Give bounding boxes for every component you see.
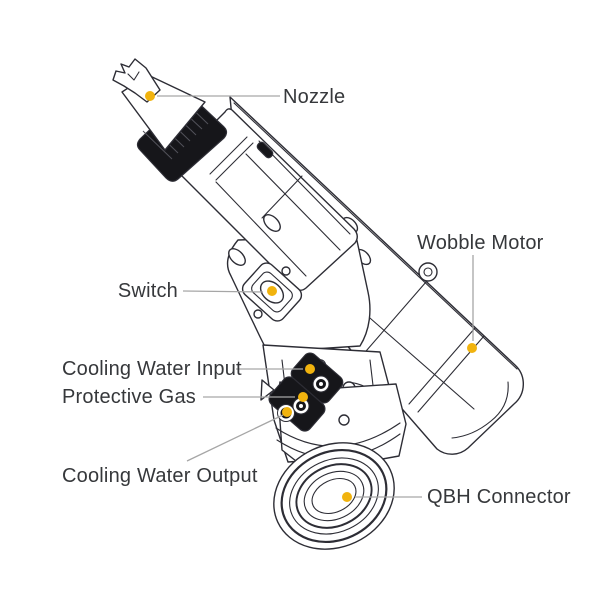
leader-line-cooling-water-output: [186, 414, 284, 462]
callout-dot-cooling-water-output: [282, 407, 292, 417]
label-cooling-water-input: Cooling Water Input: [62, 358, 242, 380]
callout-dot-cooling-water-input: [305, 364, 315, 374]
main-barrel: [174, 108, 358, 291]
callout-dot-nozzle: [145, 91, 155, 101]
label-cooling-water-output: Cooling Water Output: [62, 465, 258, 487]
callout-dot-protective-gas: [298, 392, 308, 402]
nozzle-assembly: [112, 58, 206, 151]
callout-dot-wobble-motor: [467, 343, 477, 353]
qbh-connector-rings: [273, 442, 395, 550]
label-protective-gas: Protective Gas: [62, 386, 196, 408]
leader-line-switch: [182, 290, 264, 293]
port-fitting: [312, 375, 330, 393]
label-switch: Switch: [117, 280, 178, 302]
callout-dot-switch: [267, 286, 277, 296]
nozzle-claw: [112, 58, 161, 103]
callout-layer: [145, 91, 477, 502]
label-qbh-connector: QBH Connector: [427, 486, 571, 508]
label-wobble-motor: Wobble Motor: [417, 232, 544, 254]
label-nozzle: Nozzle: [283, 86, 346, 108]
callout-dot-qbh-connector: [342, 492, 352, 502]
port-fitting: [292, 397, 310, 415]
